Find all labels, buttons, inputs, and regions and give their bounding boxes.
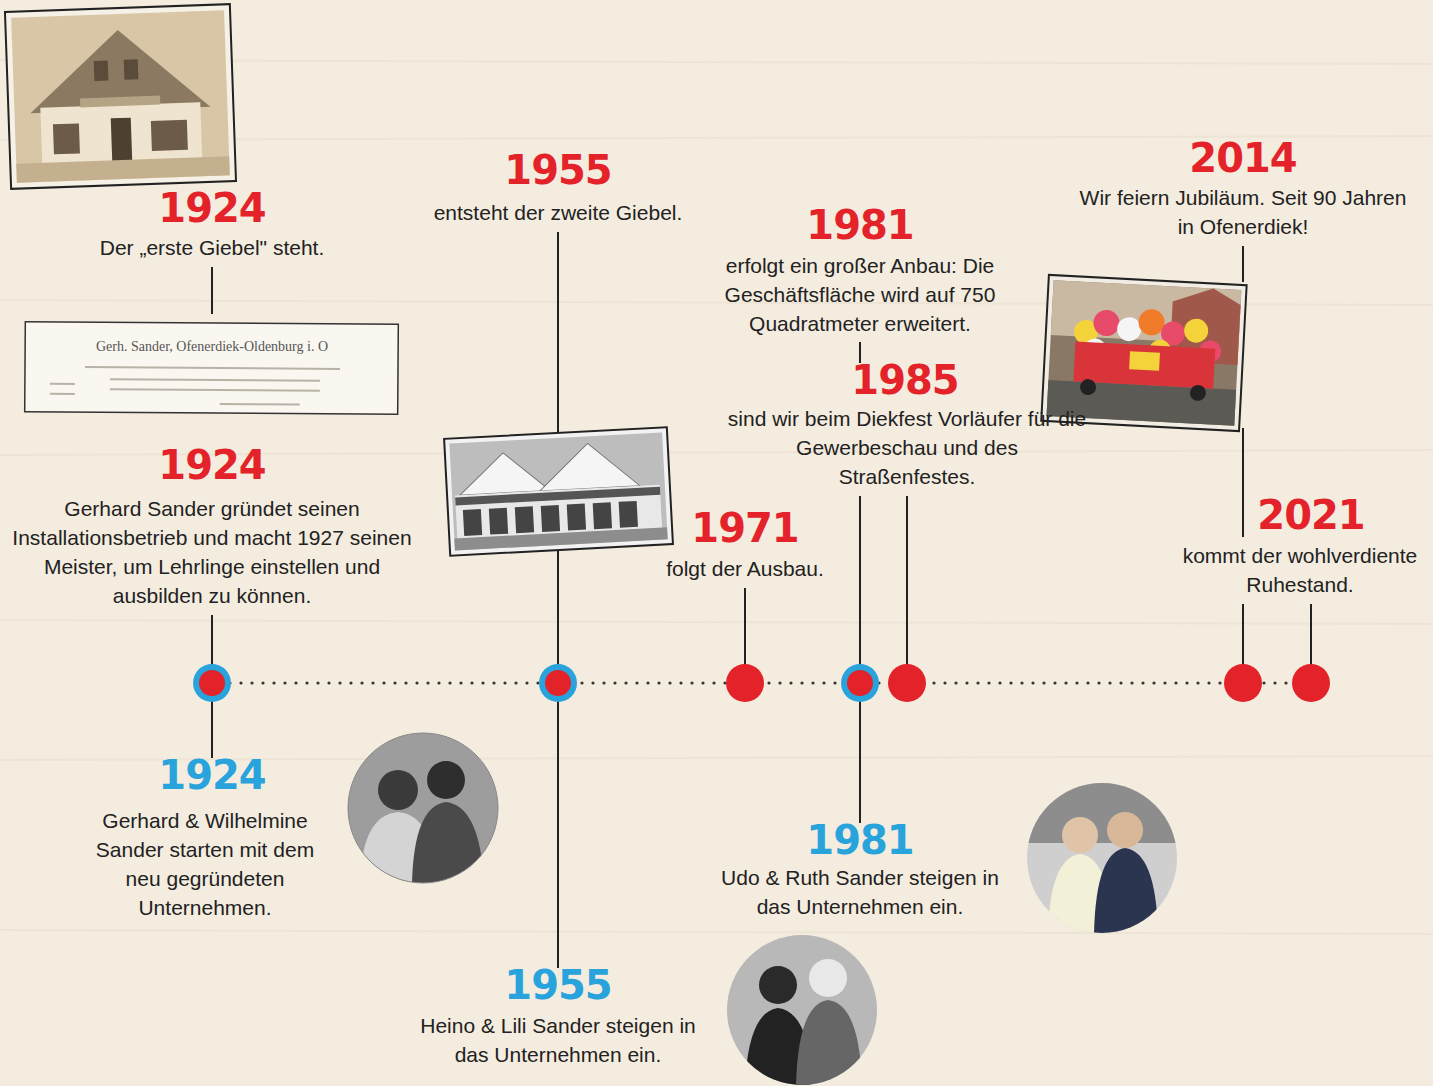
event-text: Udo & Ruth Sander steigen in das Unterne… xyxy=(705,863,1015,921)
year-label: 1981 xyxy=(760,816,960,864)
leader-line xyxy=(211,615,213,668)
event-text: sind wir beim Diekfest Vorläufer für die… xyxy=(727,404,1087,491)
leader-line xyxy=(1310,604,1312,668)
leader-line xyxy=(1242,604,1244,668)
year-label: 1981 xyxy=(760,201,960,249)
leader-line xyxy=(557,698,559,968)
year-label: 1924 xyxy=(112,184,312,232)
year-label: 2021 xyxy=(1211,491,1411,539)
event-text: entsteht der zweite Giebel. xyxy=(398,198,718,227)
year-label: 1955 xyxy=(458,146,658,194)
leader-line xyxy=(859,496,861,668)
year-label: 1924 xyxy=(112,751,312,799)
leader-line xyxy=(211,267,213,314)
year-label: 2014 xyxy=(1143,134,1343,182)
event-text: kommt der wohlverdiente Ruhestand. xyxy=(1175,541,1425,599)
leader-line xyxy=(1242,246,1244,282)
event-text: Der „erste Giebel" steht. xyxy=(42,233,382,262)
event-text: Gerhard & Wilhelmine Sander starten mit … xyxy=(78,806,332,922)
year-label: 1955 xyxy=(458,961,658,1009)
year-label: 1971 xyxy=(645,504,845,552)
leader-line xyxy=(744,588,746,668)
event-text: erfolgt ein großer Anbau: Die Geschäftsf… xyxy=(701,251,1019,338)
leader-line xyxy=(859,698,861,823)
event-text: Gerhard Sander gründet seinen Installati… xyxy=(12,494,412,610)
leader-line xyxy=(211,698,213,758)
year-label: 1924 xyxy=(112,441,312,489)
leader-line xyxy=(906,496,908,668)
leader-line xyxy=(1242,428,1244,537)
letterhead-text: Gerh. Sander, Ofenerdiek-Oldenburg i. O xyxy=(32,338,392,356)
event-text: folgt der Ausbau. xyxy=(635,554,855,583)
event-text: Wir feiern Jubiläum. Seit 90 Jahren in O… xyxy=(1073,183,1413,241)
event-text: Heino & Lili Sander steigen in das Unter… xyxy=(403,1011,713,1069)
year-label: 1985 xyxy=(805,356,1005,404)
